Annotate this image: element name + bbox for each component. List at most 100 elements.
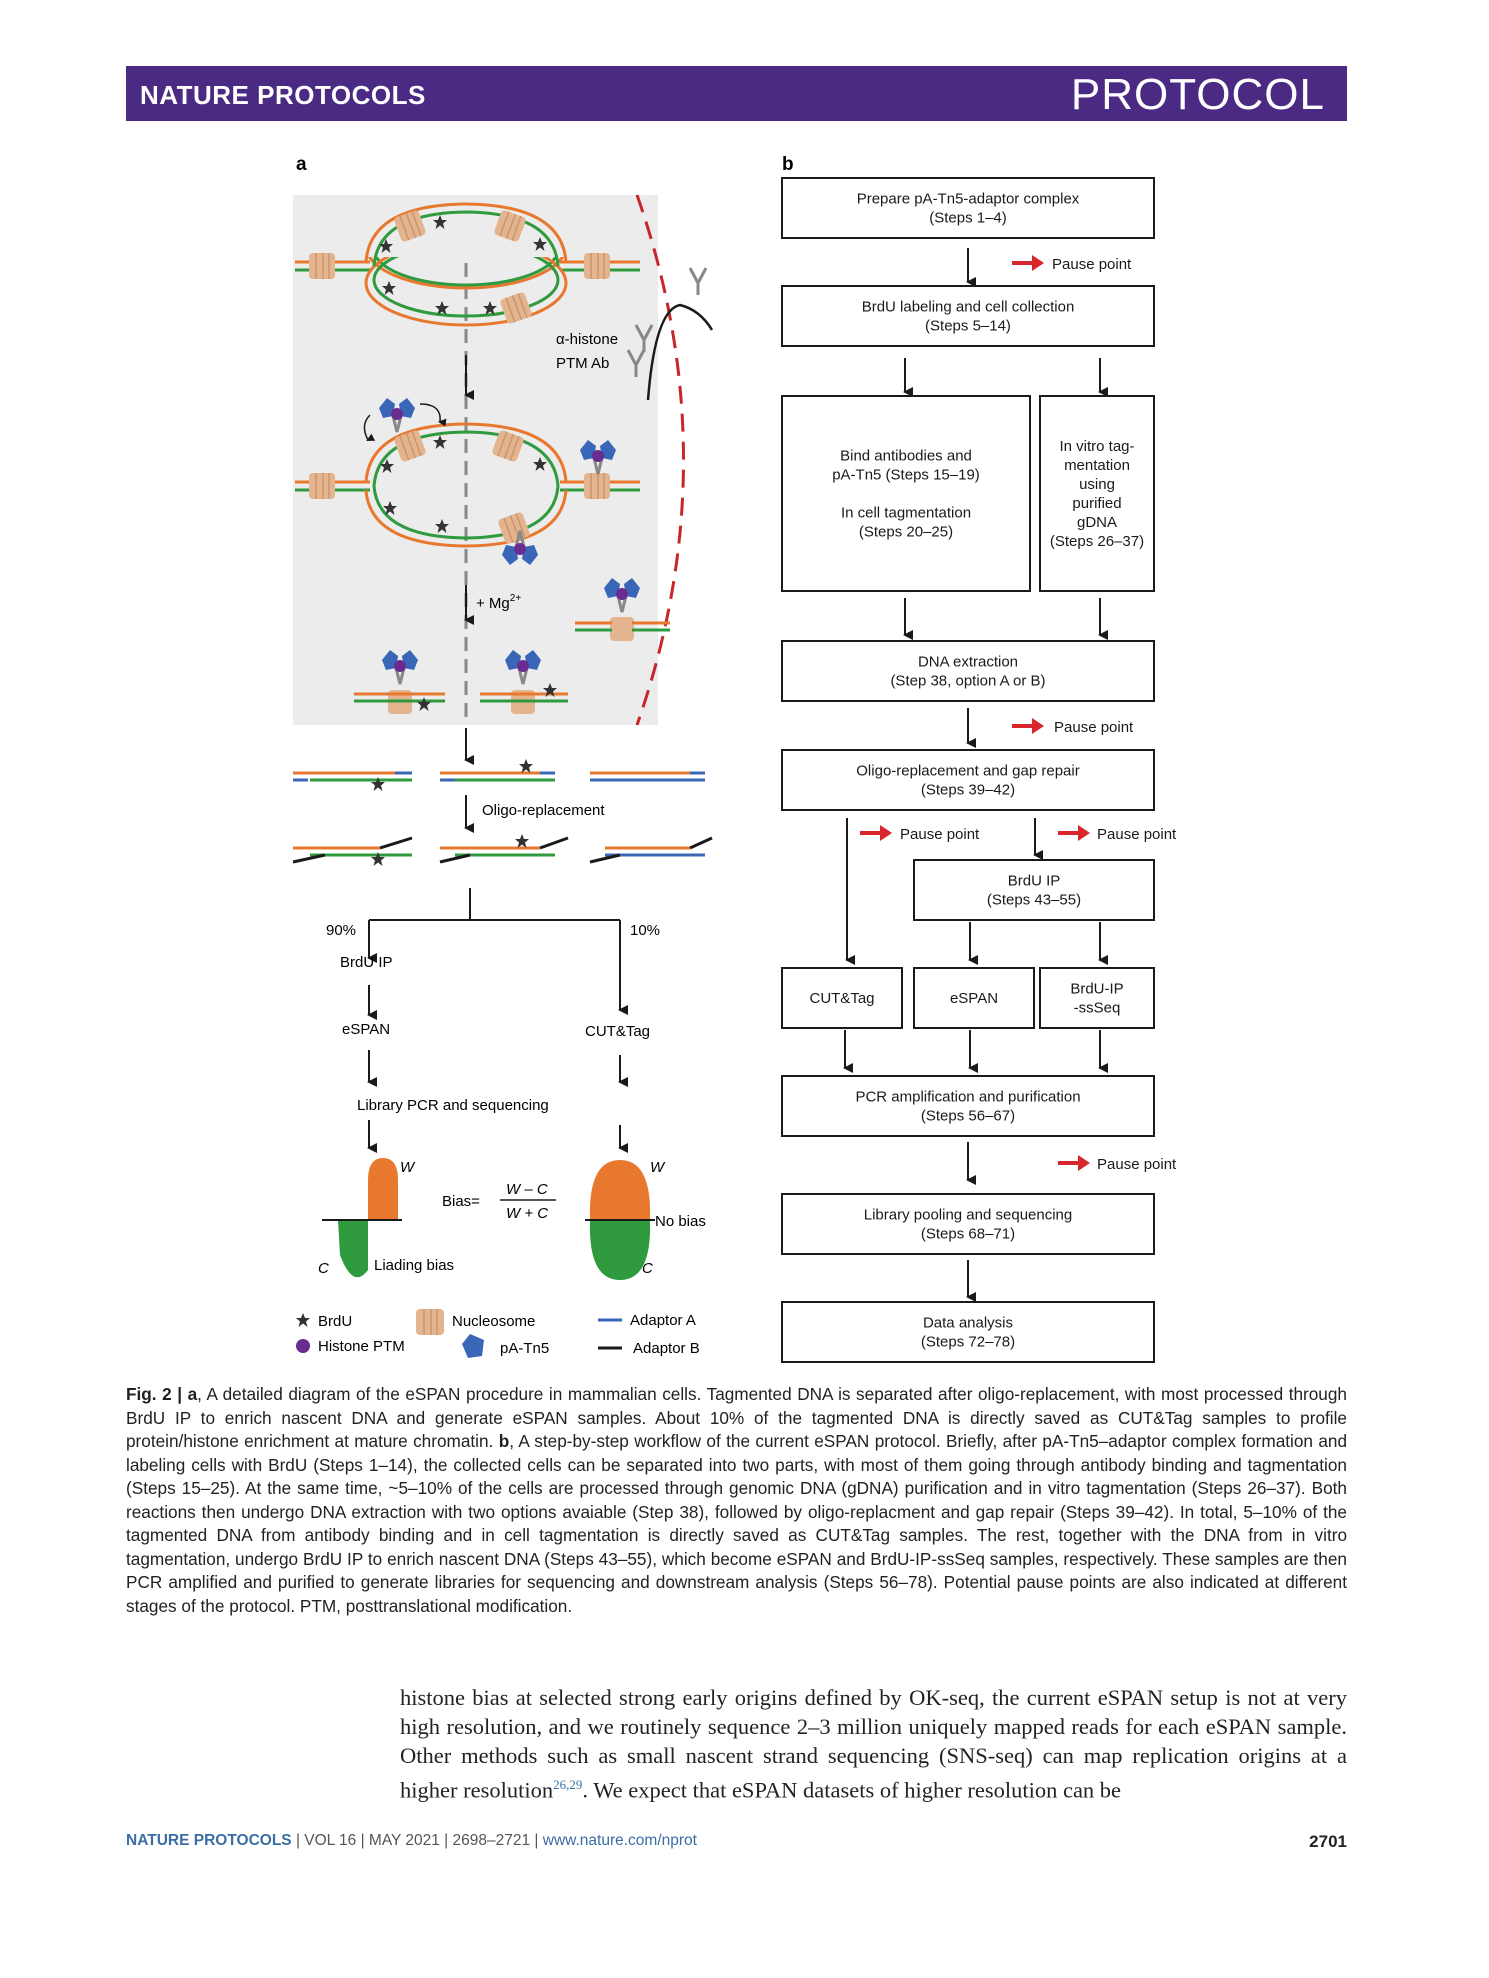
c-label-espan: C bbox=[318, 1260, 329, 1277]
liading-bias-label: Liading bias bbox=[374, 1257, 454, 1274]
flow-box-prepare-text: (Steps 1–4) bbox=[929, 210, 1007, 227]
footer-url-link[interactable]: www.nature.com/nprot bbox=[542, 1832, 697, 1849]
flow-box-brdu-ip-ssseq: BrdU-IP -ssSeq bbox=[1039, 967, 1155, 1029]
svg-text:Adaptor B: Adaptor B bbox=[633, 1340, 700, 1357]
flow-box-bind-antibodies-text: Bind antibodies and bbox=[840, 448, 972, 465]
footer-journal: NATURE PROTOCOLS bbox=[126, 1832, 292, 1849]
flow-box-library-pooling: Library pooling and sequencing (Steps 68–… bbox=[781, 1193, 1155, 1255]
svg-text:pA-Tn5: pA-Tn5 bbox=[500, 1340, 549, 1357]
flow-box-in-vitro-tagmentation-text: using bbox=[1079, 476, 1115, 493]
flow-box-in-vitro-tagmentation-text: In vitro tag- bbox=[1059, 438, 1134, 455]
flow-box-prepare-text: Prepare pA-Tn5-adaptor complex bbox=[857, 191, 1080, 208]
cuttag-bias-plot: W C No bias bbox=[585, 1159, 706, 1280]
flow-box-bind-antibodies-text: (Steps 20–25) bbox=[859, 524, 953, 541]
oligo-replacement-label: Oligo-replacement bbox=[482, 802, 605, 819]
svg-text:Pause point: Pause point bbox=[1097, 1156, 1177, 1173]
panel-b-label: b bbox=[782, 154, 794, 175]
free-fragments bbox=[293, 759, 705, 791]
antibody-entry-arrow bbox=[646, 303, 714, 401]
flow-box-dna-extraction-text: DNA extraction bbox=[918, 654, 1018, 671]
panel-a: α-histone PTM Ab bbox=[292, 194, 714, 1358]
svg-text:Pause point: Pause point bbox=[1054, 719, 1134, 736]
svg-text:Bias=: Bias= bbox=[442, 1193, 480, 1210]
footer-pages: 2698–2721 bbox=[452, 1832, 531, 1849]
espan-bias-plot: W C Liading bias bbox=[318, 1158, 454, 1278]
split-lines bbox=[367, 888, 628, 1153]
flow-box-brdu-ip: BrdU IP (Steps 43–55) bbox=[913, 859, 1155, 921]
panel-b: Prepare pA-Tn5-adaptor complex (Steps 1–4… bbox=[781, 177, 1177, 1363]
flow-box-pcr-text: (Steps 56–67) bbox=[921, 1108, 1015, 1125]
replaced-fragments bbox=[292, 834, 713, 866]
flow-box-brdu-ip-ssseq-text: BrdU-IP bbox=[1070, 981, 1123, 998]
page-number: 2701 bbox=[1309, 1832, 1347, 1851]
flow-box-library-pooling-text: (Steps 68–71) bbox=[921, 1226, 1015, 1243]
pause-points: Pause point Pause point Pause point Paus… bbox=[858, 253, 1177, 1173]
panel-a-label: a bbox=[296, 154, 307, 175]
w-label-espan: W bbox=[400, 1159, 416, 1176]
flow-arrows bbox=[843, 248, 1108, 1302]
flow-box-in-vitro-tagmentation-text: mentation bbox=[1064, 457, 1130, 474]
espan-label: eSPAN bbox=[342, 1021, 390, 1038]
footer-volume: VOL 16 bbox=[304, 1832, 357, 1849]
cuttag-label: CUT&Tag bbox=[585, 1023, 650, 1040]
svg-text:Adaptor A: Adaptor A bbox=[630, 1312, 696, 1329]
pct-left: 90% bbox=[326, 922, 356, 939]
antibody-label-1: α-histone bbox=[556, 331, 618, 348]
replication-bubble-top bbox=[295, 195, 640, 327]
flow-box-brdu-ip-text: (Steps 43–55) bbox=[987, 892, 1081, 909]
flow-box-espan-text: eSPAN bbox=[950, 990, 998, 1007]
footer-month: MAY 2021 bbox=[368, 1832, 440, 1849]
flow-box-cuttag: CUT&Tag bbox=[781, 967, 903, 1029]
pct-right: 10% bbox=[630, 922, 660, 939]
flow-box-in-vitro-tagmentation-text: purified bbox=[1072, 495, 1121, 512]
library-pcr-label: Library PCR and sequencing bbox=[357, 1097, 549, 1114]
flow-box-data-analysis: Data analysis(Steps 72–78) bbox=[781, 1301, 1155, 1363]
citation-link[interactable]: 26,29 bbox=[553, 1777, 583, 1792]
no-bias-label: No bias bbox=[655, 1213, 706, 1230]
replication-bubble-bound bbox=[295, 396, 640, 567]
flow-box-oligo-replacement-text: (Steps 39–42) bbox=[921, 782, 1015, 799]
flow-box-in-vitro-tagmentation: In vitro tag-mentationusingpurifiedgDNA(… bbox=[1039, 395, 1155, 592]
flow-box-in-vitro-tagmentation-text: (Steps 26–37) bbox=[1050, 533, 1144, 550]
flow-box-oligo-replacement: Oligo-replacement and gap repair(Steps 3… bbox=[781, 749, 1155, 811]
flow-box-prepare: Prepare pA-Tn5-adaptor complex (Steps 1–4… bbox=[781, 177, 1155, 239]
flow-box-cuttag-text: CUT&Tag bbox=[809, 990, 874, 1007]
svg-text:W – C: W – C bbox=[506, 1181, 548, 1198]
flow-box-dna-extraction: DNA extraction (Step 38, option A or B) bbox=[781, 640, 1155, 702]
caption-fig-label: Fig. 2 | bbox=[126, 1384, 188, 1404]
body-paragraph: histone bias at selected strong early or… bbox=[400, 1685, 1347, 1803]
flow-box-brdu-labeling-text: (Steps 5–14) bbox=[925, 318, 1011, 335]
flow-box-bind-antibodies-text: In cell tagmentation bbox=[841, 505, 971, 522]
flow-box-bind-antibodies-text: pA-Tn5 (Steps 15–19) bbox=[832, 467, 980, 484]
flow-box-pcr: PCR amplification and purification (Steps… bbox=[781, 1075, 1155, 1137]
svg-text:Pause point: Pause point bbox=[900, 826, 980, 843]
flow-box-espan: eSPAN bbox=[913, 967, 1035, 1029]
panel-a-legend: BrdU Histone PTM Nucleosome pA-Tn5 Adapt… bbox=[296, 1309, 700, 1358]
brdu-ip-label: BrdU IP bbox=[340, 954, 393, 971]
flow-box-library-pooling-text: Library pooling and sequencing bbox=[864, 1207, 1072, 1224]
svg-text:BrdU: BrdU bbox=[318, 1313, 352, 1330]
antibody-icon bbox=[626, 267, 708, 377]
journal-header: NATURE PROTOCOLS PROTOCOL bbox=[126, 66, 1347, 121]
svg-text:C: C bbox=[642, 1260, 653, 1277]
nuclear-membrane bbox=[635, 194, 685, 726]
svg-text:Histone PTM: Histone PTM bbox=[318, 1338, 405, 1355]
svg-text:Pause point: Pause point bbox=[1052, 256, 1132, 273]
antibody-label-2: PTM Ab bbox=[556, 355, 609, 372]
flow-box-bind-antibodies: Bind antibodies and pA-Tn5 (Steps 15–19) I… bbox=[781, 395, 1031, 592]
svg-text:W + C: W + C bbox=[506, 1205, 548, 1222]
page-footer: NATURE PROTOCOLS | VOL 16 | MAY 2021 | 2… bbox=[126, 1832, 1347, 1851]
figure-2: a b bbox=[292, 154, 1177, 1363]
flow-box-pcr-text: PCR amplification and purification bbox=[855, 1089, 1080, 1106]
mg-label: + Mg2+ bbox=[476, 593, 521, 612]
flow-box-dna-extraction-text: (Step 38, option A or B) bbox=[890, 673, 1045, 690]
article-type: PROTOCOL bbox=[1070, 70, 1325, 119]
svg-text:Nucleosome: Nucleosome bbox=[452, 1313, 535, 1330]
figure-caption: Fig. 2 | a, A detailed diagram of the eS… bbox=[126, 1384, 1348, 1616]
journal-name: NATURE PROTOCOLS bbox=[140, 80, 426, 110]
flow-box-brdu-ip-ssseq-text: -ssSeq bbox=[1074, 1000, 1121, 1017]
svg-text:Pause point: Pause point bbox=[1097, 826, 1177, 843]
flow-box-data-analysis-text: (Steps 72–78) bbox=[921, 1334, 1015, 1351]
flow-box-brdu-ip-text: BrdU IP bbox=[1008, 873, 1061, 890]
flow-box-brdu-labeling: BrdU labeling and cell collection(Steps … bbox=[781, 285, 1155, 347]
